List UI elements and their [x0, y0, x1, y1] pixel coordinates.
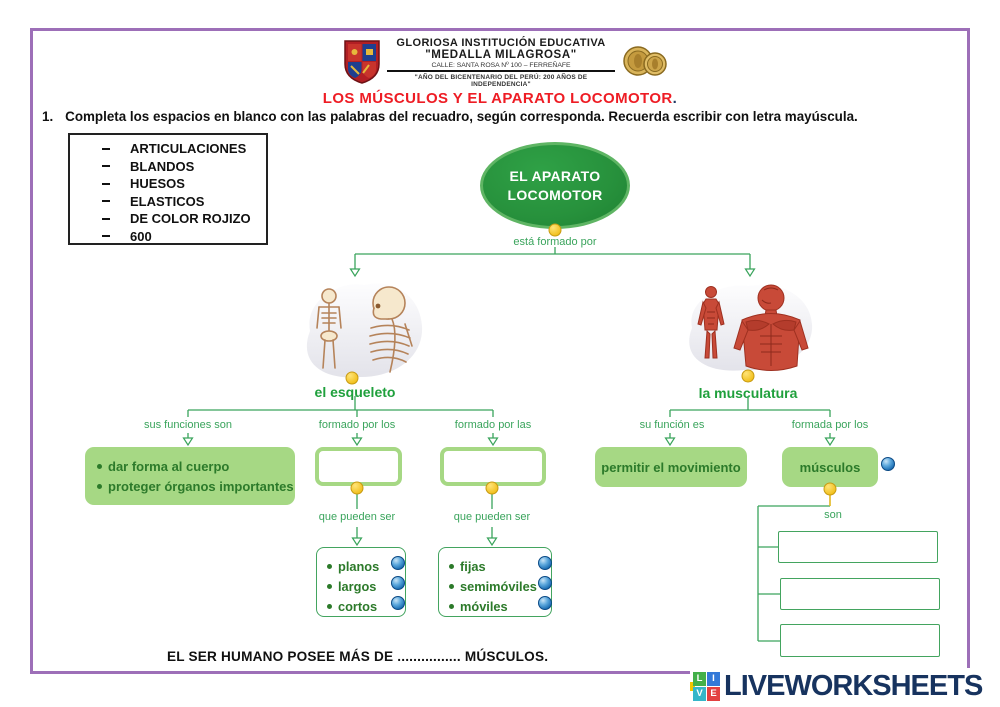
footer-sentence: EL SER HUMANO POSEE MÁS DE .............…: [167, 649, 549, 664]
medal-icon: [623, 46, 667, 76]
blank-box-joints[interactable]: [440, 447, 546, 486]
school-subname: "MEDALLA MILAGROSA": [425, 48, 577, 61]
dash-marker: [102, 217, 110, 220]
dash-marker: [102, 165, 110, 168]
bullet-marker: [449, 583, 454, 589]
musculature-illustration: [689, 284, 813, 371]
liveworksheets-wordmark: LIVEWORKSHEETS: [724, 670, 983, 702]
branch-label-funciones: sus funciones son: [143, 419, 233, 431]
bullet-marker: [449, 603, 454, 609]
audio-icon[interactable]: [538, 576, 552, 590]
muscle-type-blank-3[interactable]: [780, 624, 940, 657]
skeleton-illustration: [306, 283, 423, 378]
sub-label-son: son: [824, 509, 842, 521]
audio-icon[interactable]: [881, 457, 895, 471]
instruction-text: 1.Completa los espacios en blanco con la…: [42, 109, 858, 124]
connector-label-root: está formado por: [513, 236, 597, 248]
musculature-node-label: la musculatura: [698, 385, 798, 401]
bullet-marker: [449, 563, 454, 569]
sub-label-pueden-ser-2: que pueden ser: [453, 511, 531, 523]
school-name: GLORIOSA INSTITUCIÓN EDUCATIVA: [396, 36, 606, 49]
bullet-marker: [327, 603, 332, 609]
liveworksheets-logo: L I V E LIVEWORKSHEETS: [690, 668, 986, 705]
word-bank-item: DE COLOR ROJIZO: [70, 210, 266, 228]
school-address: CALLE: SANTA ROSA Nº 100 – FERREÑAFE: [431, 61, 571, 69]
muscle-type-blank-1[interactable]: [778, 531, 938, 563]
page-border: [30, 28, 970, 674]
bone-type-item: planos: [327, 556, 405, 576]
branch-label-formado-los: formado por los: [318, 419, 396, 431]
grid-letter: V: [693, 686, 706, 701]
word-bank-item: ELASTICOS: [70, 193, 266, 211]
bullet-marker: [327, 583, 332, 589]
skeleton-node-label: el esqueleto: [314, 384, 396, 400]
blank-box-bones[interactable]: [315, 447, 402, 486]
bullet-marker: [97, 463, 102, 469]
root-node: EL APARATO LOCOMOTOR: [480, 142, 630, 229]
audio-icon[interactable]: [538, 556, 552, 570]
grid-letter: L: [693, 671, 706, 686]
function-item: dar forma al cuerpo: [97, 456, 295, 476]
dash-marker: [102, 182, 110, 185]
muscle-type-blank-2[interactable]: [780, 578, 940, 610]
grid-letter: E: [707, 686, 720, 701]
school-motto: "AÑO DEL BICENTENARIO DEL PERÚ: 200 AÑOS…: [414, 73, 588, 88]
liveworksheets-grid-icon: L I V E: [690, 671, 721, 702]
audio-icon[interactable]: [538, 596, 552, 610]
joint-types-box: fijas semimóviles móviles: [438, 547, 552, 617]
word-bank-item: 600: [70, 228, 266, 246]
muscles-box: músculos: [782, 447, 878, 487]
dash-marker: [102, 200, 110, 203]
grid-letter: I: [707, 671, 720, 686]
sub-label-pueden-ser-1: que pueden ser: [318, 511, 396, 523]
page-title: LOS MÚSCULOS Y EL APARATO LOCOMOTOR.: [322, 90, 678, 107]
function-value-box: permitir el movimiento: [595, 447, 747, 487]
bullet-marker: [97, 483, 102, 489]
bone-type-item: cortos: [327, 596, 405, 616]
function-item: proteger órganos importantes: [97, 476, 295, 496]
dash-marker: [102, 235, 110, 238]
audio-icon[interactable]: [391, 596, 405, 610]
audio-icon[interactable]: [391, 576, 405, 590]
joint-type-item: semimóviles: [449, 576, 551, 596]
dash-marker: [102, 147, 110, 150]
joint-type-item: móviles: [449, 596, 551, 616]
branch-label-formado-las: formado por las: [454, 419, 532, 431]
joint-type-item: fijas: [449, 556, 551, 576]
header-divider: [387, 70, 615, 72]
school-crest-icon: [344, 40, 380, 84]
audio-icon[interactable]: [391, 556, 405, 570]
instruction-number: 1.: [42, 109, 54, 124]
functions-box: dar forma al cuerpo proteger órganos imp…: [85, 447, 295, 505]
word-bank-item: HUESOS: [70, 175, 266, 193]
word-bank: ARTICULACIONES BLANDOS HUESOS ELASTICOS …: [68, 133, 268, 245]
school-header: GLORIOSA INSTITUCIÓN EDUCATIVA "MEDALLA …: [343, 36, 669, 88]
school-text-block: GLORIOSA INSTITUCIÓN EDUCATIVA "MEDALLA …: [381, 37, 621, 88]
word-bank-item: BLANDOS: [70, 158, 266, 176]
bullet-marker: [327, 563, 332, 569]
branch-label-funcion: su función es: [639, 419, 705, 431]
word-bank-item: ARTICULACIONES: [70, 140, 266, 158]
bone-type-item: largos: [327, 576, 405, 596]
branch-label-formada-los: formada por los: [791, 419, 869, 431]
